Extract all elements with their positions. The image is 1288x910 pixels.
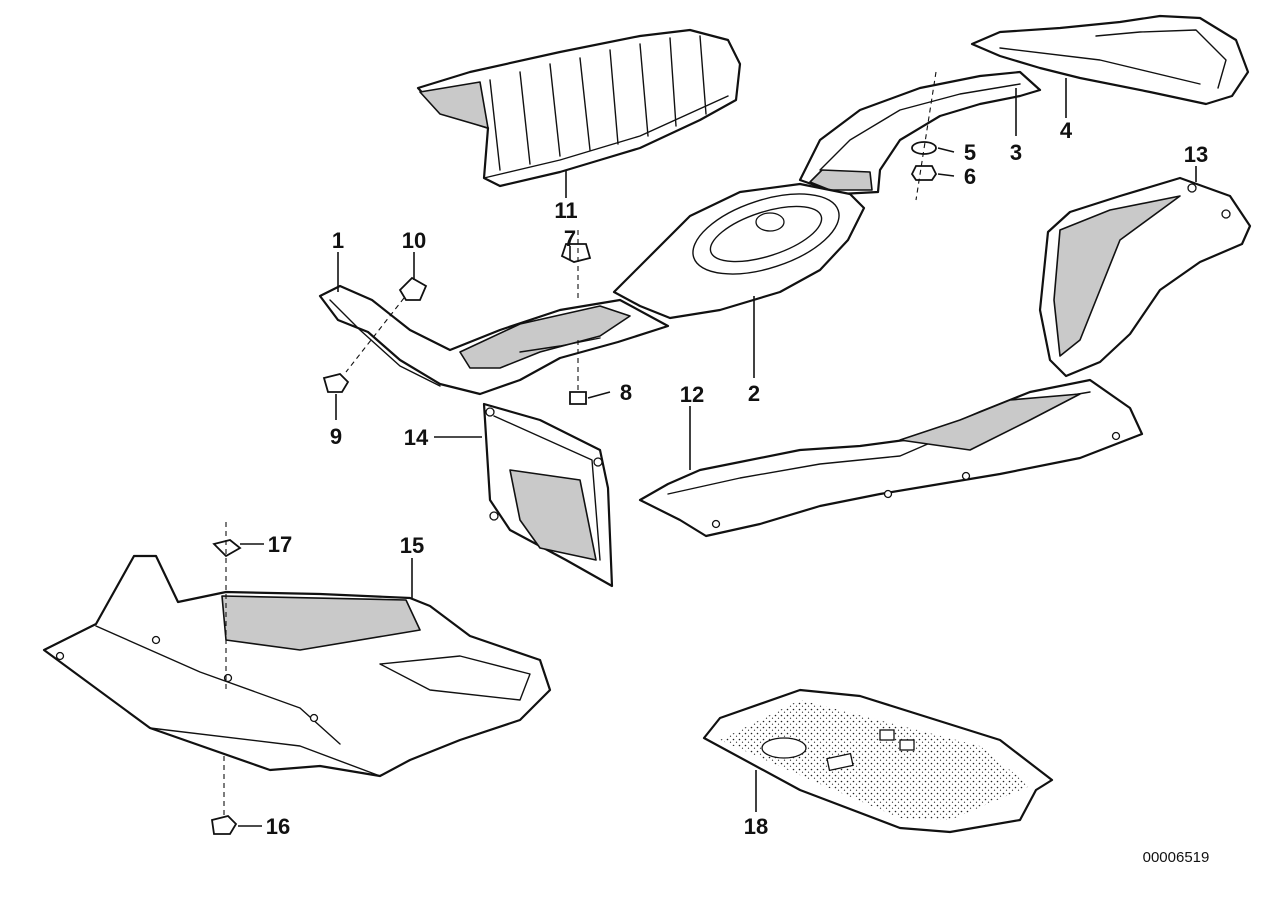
- fastener-16-bolt: [210, 815, 238, 835]
- part-15-front-underbody-shield: [42, 554, 552, 778]
- part-4-rear-shield: [970, 14, 1250, 106]
- callout-12: 12: [680, 382, 704, 407]
- reference-number: 00006519: [1143, 849, 1210, 866]
- callout-8: 8: [620, 380, 632, 405]
- callout-6: 6: [964, 164, 976, 189]
- callouts: 1 2 3 4 5 6 7 8 9 10 11 12 13 14 15 16 1…: [266, 118, 1208, 839]
- callout-2: 2: [748, 381, 760, 406]
- callout-3: 3: [1010, 140, 1022, 165]
- callout-10: 10: [402, 228, 426, 253]
- fastener-9-bolt: [322, 373, 350, 393]
- callout-9: 9: [330, 424, 342, 449]
- callout-4: 4: [1060, 118, 1073, 143]
- part-2-center-tunnel-shield: [612, 182, 866, 320]
- callout-18: 18: [744, 814, 768, 839]
- fastener-6-nut: [910, 165, 938, 181]
- part-12-underbody-panel: [638, 378, 1144, 538]
- callout-14: 14: [404, 425, 429, 450]
- fastener-10-grommet: [398, 276, 428, 301]
- part-13-arch-shield: [1038, 176, 1252, 378]
- leader-lines: [238, 78, 1197, 827]
- callout-1: 1: [332, 228, 344, 253]
- callout-15: 15: [400, 533, 424, 558]
- part-18-floor-panel: [702, 688, 1054, 834]
- fastener-17-clip: [212, 539, 242, 558]
- part-1-side-shield: [318, 284, 670, 396]
- fasteners: [210, 141, 938, 835]
- callout-13: 13: [1184, 142, 1208, 167]
- fastener-7-clip: [560, 243, 592, 263]
- part-11-heat-shield: [416, 28, 742, 188]
- callout-17: 17: [268, 532, 292, 557]
- callout-5: 5: [964, 140, 976, 165]
- callout-7: 7: [564, 226, 576, 251]
- assembly-lines: [223, 71, 937, 818]
- part-14-side-plate: [482, 402, 614, 588]
- callout-11: 11: [554, 198, 577, 223]
- callout-16: 16: [266, 814, 290, 839]
- fastener-8-screw: [569, 391, 587, 405]
